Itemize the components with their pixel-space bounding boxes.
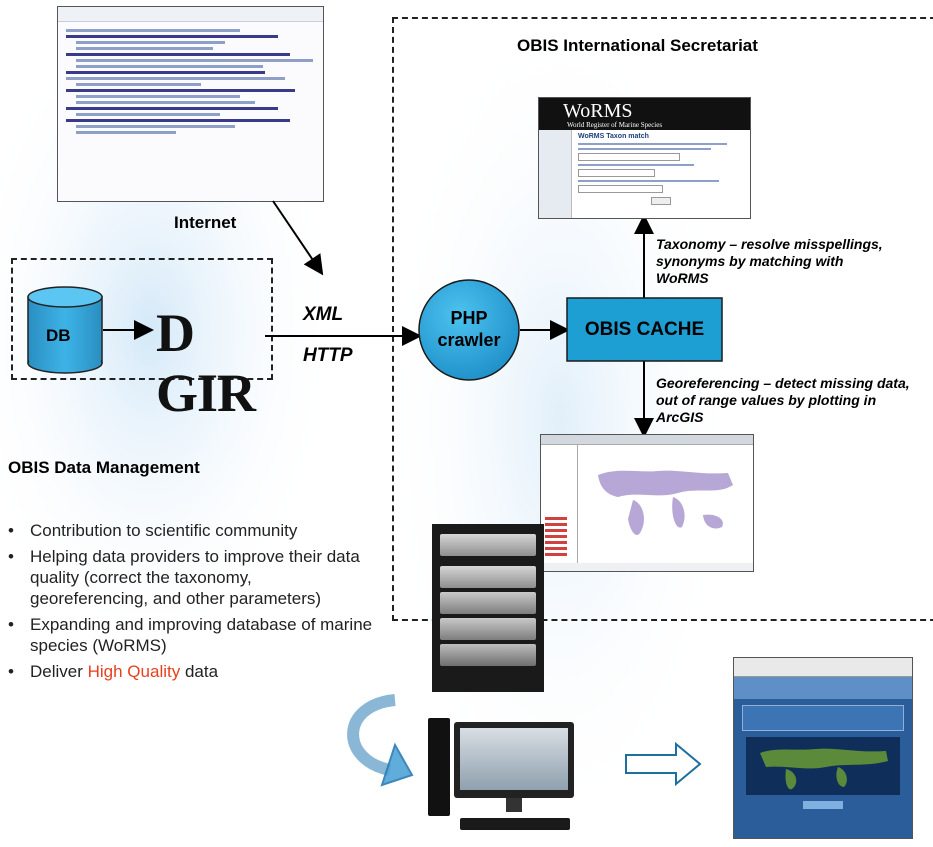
obis-cache-box (566, 297, 723, 362)
internet-to-digir-arrow (272, 200, 324, 276)
desktop-computer (428, 718, 588, 838)
obis-website-screenshot (733, 657, 913, 839)
php-crawler-node (418, 279, 520, 381)
db-cylinder (27, 286, 103, 374)
data-management-bullets: Contribution to scientific community Hel… (8, 520, 373, 687)
servers-photo (432, 524, 544, 692)
bullet-item: Contribution to scientific community (8, 520, 373, 541)
digir-logo-text: D GIR (156, 303, 256, 423)
http-label: HTTP (303, 345, 353, 366)
secretariat-frame (392, 17, 933, 621)
php-label-line2: crawler (437, 330, 501, 350)
secretariat-title: OBIS International Secretariat (517, 36, 758, 55)
bullet-item: Deliver High Quality data (8, 661, 373, 682)
high-quality-highlight: High Quality (87, 662, 181, 681)
php-crawler-label: PHP crawler (419, 307, 519, 351)
taxonomy-note: Taxonomy – resolve misspellings, synonym… (656, 236, 883, 286)
obis-world-map (760, 748, 888, 790)
arcgis-screenshot (540, 434, 754, 572)
php-label-line1: PHP (450, 308, 488, 328)
worms-subtitle: World Register of Marine Species (567, 121, 663, 129)
obis-cache-label: OBIS CACHE (584, 319, 705, 340)
worms-logo: WoRMS (563, 100, 633, 122)
xml-screenshot (57, 6, 324, 202)
digir-logo: D GIR (156, 303, 266, 423)
xml-label: XML (303, 304, 344, 325)
worms-screenshot: WoRMS World Register of Marine Species W… (538, 97, 751, 219)
bullet-item: Helping data providers to improve their … (8, 546, 373, 609)
data-provider-frame (11, 258, 273, 380)
db-label: DB (46, 326, 71, 345)
worms-panel-title: WoRMS Taxon match (578, 133, 649, 140)
right-hollow-arrow (625, 741, 702, 787)
data-management-heading: OBIS Data Management (8, 458, 200, 477)
georeferencing-note: Georeferencing – detect missing data, ou… (656, 375, 910, 425)
curved-arrow (347, 694, 396, 776)
bullet-item: Expanding and improving database of mari… (8, 614, 373, 656)
arcgis-map (598, 470, 733, 536)
internet-label: Internet (174, 213, 237, 232)
